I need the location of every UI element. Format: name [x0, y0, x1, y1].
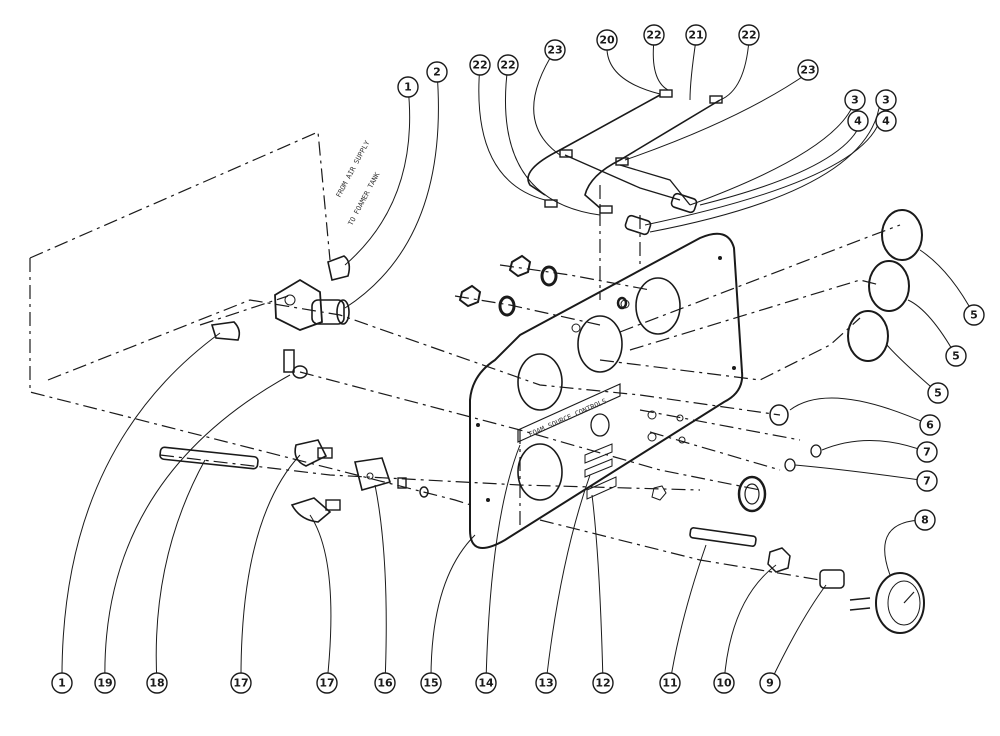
svg-text:23: 23: [547, 44, 562, 57]
callout-17: 17: [316, 672, 338, 694]
wiring-harness: [527, 89, 723, 236]
svg-text:4: 4: [882, 115, 890, 128]
callout-17: 17: [230, 672, 252, 694]
callout-14: 14: [475, 672, 497, 694]
svg-text:16: 16: [377, 677, 393, 690]
callout-3: 3: [844, 89, 866, 111]
svg-text:4: 4: [854, 115, 862, 128]
callout-7: 7: [916, 470, 938, 492]
callout-9: 9: [759, 672, 781, 694]
callout-5: 5: [963, 304, 985, 326]
panel-hardware: [651, 404, 822, 513]
callout-10: 10: [713, 672, 735, 694]
callout-4: 4: [875, 110, 897, 132]
callout-8: 8: [914, 509, 936, 531]
svg-text:14: 14: [478, 677, 494, 690]
callout-21: 21: [685, 24, 707, 46]
callout-22: 22: [497, 54, 519, 76]
svg-text:20: 20: [599, 34, 615, 47]
svg-text:7: 7: [923, 446, 931, 459]
leader-lines: [61, 39, 975, 684]
callout-5: 5: [927, 382, 949, 404]
svg-text:5: 5: [952, 350, 960, 363]
callout-20: 20: [596, 29, 618, 51]
svg-text:22: 22: [741, 29, 756, 42]
svg-text:2: 2: [433, 66, 441, 79]
callout-23: 23: [797, 59, 819, 81]
callout-12: 12: [592, 672, 614, 694]
svg-text:3: 3: [882, 94, 890, 107]
svg-text:22: 22: [472, 59, 487, 72]
svg-text:22: 22: [646, 29, 661, 42]
svg-text:6: 6: [926, 419, 934, 432]
svg-text:1: 1: [404, 81, 412, 94]
callout-22: 22: [738, 24, 760, 46]
svg-text:13: 13: [538, 677, 553, 690]
svg-text:8: 8: [921, 514, 929, 527]
callout-23: 23: [544, 39, 566, 61]
callout-11: 11: [659, 672, 681, 694]
nuts-and-washers: [458, 254, 628, 317]
svg-text:7: 7: [923, 475, 931, 488]
callout-5: 5: [945, 345, 967, 367]
svg-text:5: 5: [970, 309, 978, 322]
svg-text:22: 22: [500, 59, 515, 72]
callout-4: 4: [847, 110, 869, 132]
svg-text:10: 10: [716, 677, 732, 690]
svg-text:17: 17: [233, 677, 248, 690]
callout-19: 19: [94, 672, 116, 694]
svg-text:15: 15: [423, 677, 438, 690]
gauge-assembly-parts: [689, 527, 925, 634]
gauge-covers: [847, 209, 923, 362]
svg-text:23: 23: [800, 64, 815, 77]
callout-13: 13: [535, 672, 557, 694]
svg-text:21: 21: [688, 29, 703, 42]
callout-2: 2: [426, 61, 448, 83]
callout-1: 1: [51, 672, 73, 694]
svg-text:9: 9: [766, 677, 774, 690]
fittings-lower-left: [159, 439, 429, 523]
callout-15: 15: [420, 672, 442, 694]
callout-22: 22: [643, 24, 665, 46]
callout-18: 18: [146, 672, 168, 694]
svg-text:11: 11: [662, 677, 677, 690]
svg-text:12: 12: [595, 677, 610, 690]
callout-16: 16: [374, 672, 396, 694]
svg-text:18: 18: [149, 677, 164, 690]
panel-name-plate: FOAM SOURCE CONTROLS: [528, 397, 608, 439]
callout-6: 6: [919, 414, 941, 436]
callout-3: 3: [875, 89, 897, 111]
svg-text:17: 17: [319, 677, 334, 690]
callout-1: 1: [397, 76, 419, 98]
assembly-guide-lines: [29, 131, 901, 581]
callout-7: 7: [916, 441, 938, 463]
regulator-assembly: [210, 255, 351, 379]
svg-text:1: 1: [58, 677, 66, 690]
svg-text:3: 3: [851, 94, 859, 107]
svg-text:5: 5: [934, 387, 942, 400]
callout-22: 22: [469, 54, 491, 76]
control-panel: FOAM SOURCE CONTROLS: [469, 232, 744, 549]
svg-text:19: 19: [97, 677, 112, 690]
